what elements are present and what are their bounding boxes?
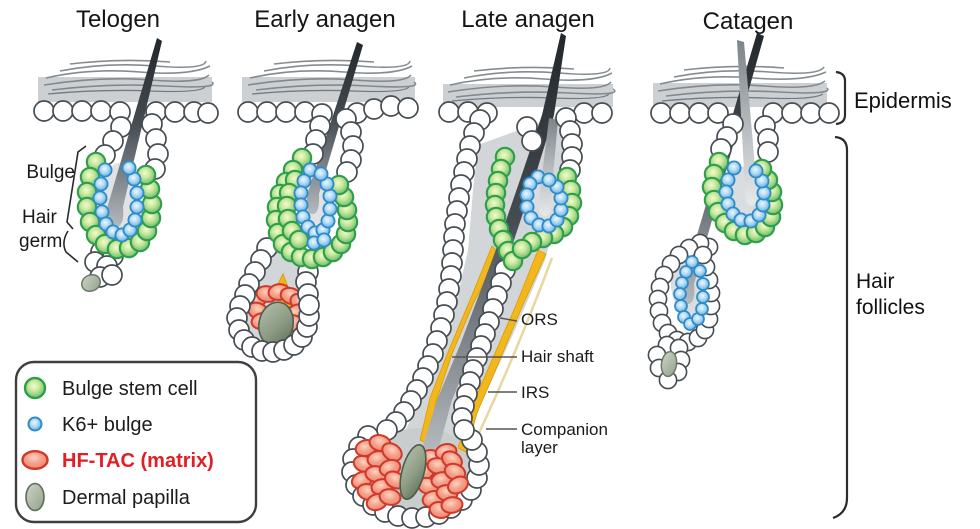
hair-follicles-bracket	[832, 135, 849, 520]
dermal-papilla	[81, 273, 101, 293]
epidermis-label: Epidermis	[854, 88, 952, 113]
hair-germ-bracket	[63, 230, 79, 263]
stage-title-late-anagen: Late anagen	[461, 6, 594, 33]
telogen-labels: Bulge Hair germ	[19, 145, 87, 263]
hair-shaft-label: Hair shaft	[521, 347, 594, 366]
legend: Bulge stem cell K6+ bulge HF-TAC (matrix…	[14, 360, 258, 524]
legend-label-hf-tac: HF-TAC (matrix)	[62, 450, 214, 472]
dermal-papilla	[399, 444, 427, 500]
club-hair-shaft	[737, 40, 758, 206]
hair-germ-label-line2: germ	[19, 231, 62, 252]
bulge-bracket	[66, 145, 87, 230]
panel-late-anagen: Late anagen	[341, 6, 616, 529]
ors-leader-line	[499, 317, 518, 322]
panel-telogen: Telogen	[19, 6, 219, 293]
stage-title-early-anagen: Early anagen	[254, 6, 395, 33]
bulge-stem-cell-icon	[23, 376, 47, 400]
layer-labels: ORS Hair shaft IRS Companion layer	[521, 310, 608, 457]
companion-layer-label-line1: Companion	[521, 420, 608, 439]
hair-follicles-label-line1: Hair	[856, 270, 895, 293]
bulge-label: Bulge	[26, 162, 75, 183]
dermal-papilla-icon	[25, 482, 45, 512]
side-annotations: Epidermis Hair follicles	[832, 70, 952, 520]
legend-label-bulge-stem-cell: Bulge stem cell	[62, 378, 198, 400]
skin-hair-strands	[657, 65, 829, 102]
panel-catagen: Catagen	[647, 8, 840, 390]
legend-label-dermal-papilla: Dermal papilla	[62, 487, 191, 509]
k6-bulge-icon	[27, 416, 43, 432]
dermal-papilla	[660, 350, 678, 378]
irs-label: IRS	[521, 383, 549, 402]
stage-title-telogen: Telogen	[76, 6, 160, 33]
hair-follicles-label-line2: follicles	[856, 296, 925, 319]
old-club-hair	[538, 118, 558, 216]
hair-germ-label-line1: Hair	[22, 207, 58, 228]
stage-title-catagen: Catagen	[703, 8, 794, 35]
epidermis-band	[38, 59, 214, 102]
panel-early-anagen: Early anagen	[226, 6, 419, 363]
club-hair-shaft	[106, 38, 162, 228]
layer-callouts	[452, 317, 518, 430]
legend-box	[14, 360, 258, 524]
ors-label: ORS	[521, 310, 558, 329]
hair-shaft	[423, 33, 566, 453]
hf-tac-matrix-icon	[21, 450, 49, 471]
companion-layer-label-line2: layer	[521, 438, 558, 457]
epidermis-band	[443, 66, 616, 107]
epidermis-bracket	[835, 70, 847, 126]
legend-label-k6-bulge: K6+ bulge	[62, 414, 153, 436]
